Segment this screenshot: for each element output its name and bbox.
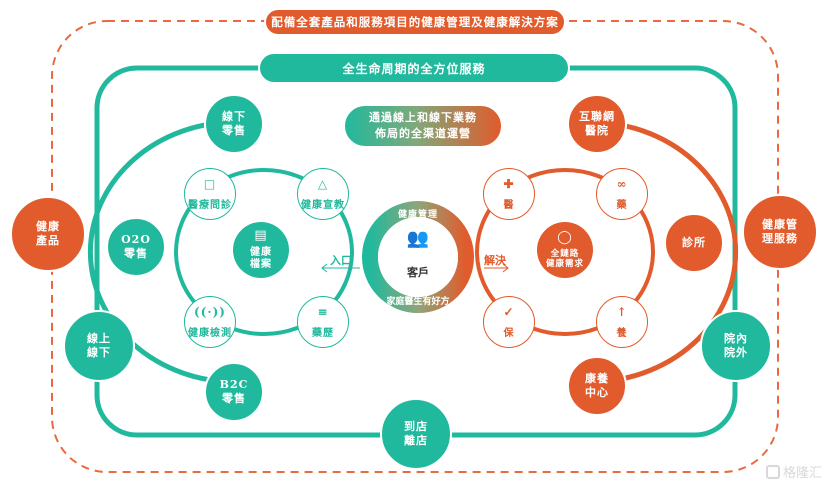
watermark-text: 格隆汇 [782,466,822,481]
node-in-out-hospital-line1: 院內 [724,332,748,346]
ring-top-text: 健康管理 [397,210,438,220]
customer-label: 客戶 [407,266,429,279]
node-in-out-store: 到店 離店 [380,398,452,470]
watermark: 格隆汇 [765,462,822,481]
left-item-health-testing: ((·)) 健康檢測 [184,296,236,348]
node-health-products-line1: 健康 [36,220,60,234]
shield-check-icon: ✓ [503,304,515,319]
health-education-label: 健康宣教 [301,199,345,211]
solve-label: 解決 [484,254,506,267]
full-chain-line2: 健康需求 [545,259,584,270]
right-item-medicine: ∞ 藥 [596,168,648,220]
node-b2c-retail-line2: 零售 [222,392,246,405]
full-chain-line1: 全鏈路 [550,248,580,259]
node-rehab-center: 康養 中心 [567,356,627,416]
node-rehab-center-line2: 中心 [585,386,609,399]
banner-full-lifecycle-text: 全生命周期的全方位服務 [342,61,486,76]
node-offline-retail: 線下 零售 [204,94,264,154]
consultation-label: 醫療問診 [188,199,232,211]
omnichannel-line1: 通過線上和線下業務 [369,111,477,125]
node-internet-hospital: 互聯網 醫院 [567,94,627,154]
node-in-out-hospital: 院內 院外 [700,310,772,382]
node-internet-hospital-line2: 醫院 [585,124,609,137]
node-health-mgmt-services: 健康管 理服務 [742,194,818,270]
wellness-label: 養 [616,327,628,339]
list-document-icon: ≡ [317,304,329,319]
ring-bottom-text: 家庭醫生有好方 [386,297,450,307]
banner-full-solution: 配備全套產品和服務項目的健康管理及健康解決方案 [264,8,566,36]
node-rehab-center-line1: 康養 [585,372,609,386]
node-o2o-retail-line1: O2O [121,233,151,247]
node-offline-retail-line2: 零售 [222,124,246,137]
node-online-offline-line1: 線上 [87,332,111,346]
ring-icon: ◯ [557,230,573,246]
left-item-health-education: △ 健康宣教 [297,168,349,220]
left-item-medication-history: ≡ 藥歷 [297,296,349,348]
health-record-line1: 健康 [250,246,272,258]
medication-history-label: 藥歷 [312,327,334,339]
node-b2c-retail: B2C 零售 [204,362,264,422]
node-health-products-line2: 產品 [36,234,60,247]
node-internet-hospital-line1: 互聯網 [579,110,615,124]
right-item-wellness: ↑ 養 [596,296,648,348]
node-online-offline: 線上 線下 [63,310,135,382]
health-testing-label: 健康檢測 [188,327,232,339]
watermark-logo-icon [765,464,780,479]
pills-icon: ∞ [616,176,628,191]
signal-wave-icon: ((·)) [194,304,226,319]
node-health-mgmt-line1: 健康管 [762,218,798,232]
node-o2o-retail: O2O 零售 [106,217,166,277]
banner-omnichannel: 通過線上和線下業務 佈局的全渠道運營 [343,104,503,148]
node-in-out-store-line1: 到店 [404,420,428,434]
node-health-mgmt-line2: 理服務 [762,232,798,245]
node-clinic: 診所 [664,213,724,273]
banner-full-lifecycle: 全生命周期的全方位服務 [258,52,570,84]
node-offline-retail-line1: 線下 [222,110,246,124]
medicine-label: 藥 [616,199,628,211]
people-icon: 👥 [406,228,430,249]
right-item-medical: ✚ 醫 [483,168,535,220]
node-o2o-retail-line2: 零售 [124,247,148,260]
node-in-out-store-line2: 離店 [404,434,428,447]
banner-full-solution-text: 配備全套產品和服務項目的健康管理及健康解決方案 [271,15,559,29]
right-item-insurance: ✓ 保 [483,296,535,348]
cross-icon: ✚ [503,176,515,191]
document-icon: ▤ [254,228,268,244]
node-clinic-label: 診所 [682,236,706,250]
node-online-offline-line2: 線下 [87,346,111,359]
left-item-consultation: □ 醫療問診 [184,168,236,220]
node-b2c-retail-line1: B2C [219,378,249,392]
chat-bubble-icon: □ [203,176,217,191]
tree-icon: ↑ [616,304,628,319]
omnichannel-line2: 佈局的全渠道運營 [375,127,471,140]
right-cluster-center: ◯ 全鏈路 健康需求 [537,222,593,278]
health-record-line2: 檔案 [250,259,272,271]
graduation-cap-icon: △ [317,176,329,191]
entry-label: 入口 [330,254,352,267]
insurance-label: 保 [503,327,515,339]
node-health-products: 健康 產品 [10,196,86,272]
node-in-out-hospital-line2: 院外 [724,346,748,359]
left-cluster-center: ▤ 健康 檔案 [233,222,289,278]
medical-label: 醫 [503,199,515,211]
